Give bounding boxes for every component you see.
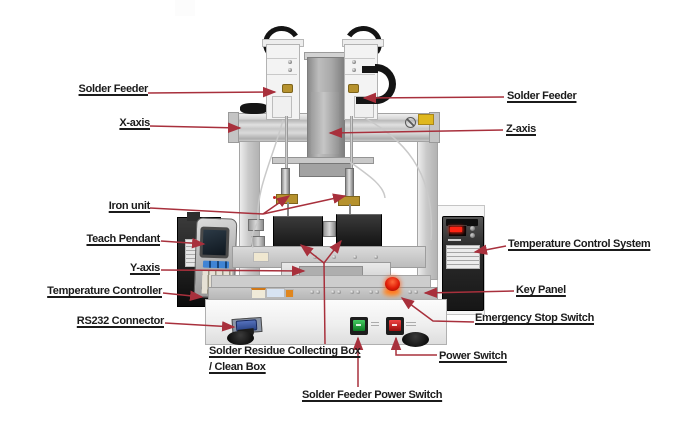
label-key-panel: Key Panel — [516, 284, 566, 296]
key-panel-button — [316, 290, 320, 294]
base-sticker — [285, 289, 294, 298]
tower-led-digits — [450, 227, 462, 232]
key-panel-button — [408, 290, 412, 294]
pendant-screen — [202, 229, 227, 256]
table-sticker — [253, 252, 269, 262]
cable-chain-arm — [362, 66, 378, 73]
leader-solder-feeder-left — [147, 86, 277, 98]
feeder-screw — [352, 68, 356, 72]
leader-x-axis — [149, 122, 242, 133]
prohibition-symbol — [405, 117, 416, 128]
label-emergency-stop-switch: Emergency Stop Switch — [475, 312, 595, 324]
label-solder-feeder-power-switch: Solder Feeder Power Switch — [302, 389, 443, 401]
solder-residue-box-right — [336, 214, 382, 250]
table-screw — [332, 255, 336, 259]
z-axis-slider — [311, 92, 339, 154]
feeder-seam — [267, 74, 297, 75]
tube-fitting-left — [248, 219, 264, 231]
label-temperature-control-system: Temperature Control System — [508, 238, 651, 250]
table-screw — [313, 255, 317, 259]
feeder-brass-fitting-right — [348, 84, 359, 93]
switch-micro-label — [371, 321, 379, 326]
label-iron-unit: Iron unit — [108, 200, 151, 212]
table-screw — [374, 255, 378, 259]
iron-rod-left — [285, 116, 288, 172]
rocker-mark — [356, 324, 361, 326]
base-sticker — [251, 288, 266, 299]
key-panel-button — [356, 290, 360, 294]
label-x-axis: X-axis — [119, 117, 150, 129]
feeder-seam — [267, 58, 297, 59]
key-panel-button — [337, 290, 341, 294]
feeder-seam — [345, 74, 375, 75]
key-panel-button — [331, 290, 335, 294]
pendant-function-keys — [202, 260, 230, 269]
machine-foot-right — [402, 332, 429, 347]
tower-button — [470, 226, 475, 231]
controller-top-connector — [187, 212, 200, 221]
base-sticker — [266, 288, 285, 298]
table-screw — [353, 255, 357, 259]
tower-logo — [448, 239, 461, 241]
emergency-stop-button — [385, 277, 400, 291]
rocker-mark — [392, 324, 397, 326]
label-solder-residue-line2: / Clean Box — [209, 361, 266, 374]
key-panel-button — [310, 290, 314, 294]
beam-endcap-left — [228, 112, 239, 143]
clamp-knob-left — [273, 196, 276, 199]
feeder-seam — [345, 58, 375, 59]
label-teach-pendant: Teach Pendant — [86, 233, 160, 245]
label-solder-residue-line1: Solder Residue Collecting Box — [209, 345, 361, 357]
key-panel-button — [414, 290, 418, 294]
label-solder-feeder-right: Solder Feeder — [507, 90, 577, 102]
cable-chain-arm — [356, 97, 378, 104]
key-panel-button — [369, 290, 373, 294]
tower-button — [470, 233, 475, 238]
label-solder-feeder-left: Solder Feeder — [78, 83, 149, 95]
label-power-switch: Power Switch — [439, 350, 507, 362]
machine-foot-left — [227, 331, 254, 345]
switch-micro-label — [406, 321, 416, 326]
clamp-knob-right — [335, 198, 338, 201]
label-rs232-connector: RS232 Connector — [76, 315, 165, 327]
label-temperature-controller: Temperature Controller — [47, 285, 162, 297]
faint-smudge — [175, 0, 195, 16]
cable-chain — [375, 64, 396, 104]
cable-bundle-on-beam — [240, 103, 268, 114]
emergency-stop-glow — [383, 288, 401, 296]
wire-center-tube — [349, 161, 386, 199]
label-z-axis: Z-axis — [506, 123, 536, 135]
feeder-screw — [288, 60, 292, 64]
feeder-brass-fitting-left — [282, 84, 293, 93]
tube-fitting-center — [323, 221, 336, 237]
iron-rod-right — [350, 116, 353, 172]
feeder-screw — [352, 60, 356, 64]
tower-spec-label — [446, 245, 480, 269]
feeder-screw — [288, 68, 292, 72]
label-solder-residue-box: Solder Residue Collecting Box / Clean Bo… — [209, 345, 361, 374]
label-y-axis: Y-axis — [129, 262, 160, 274]
warning-sticker — [418, 114, 434, 125]
tower-vent — [446, 219, 478, 226]
key-panel-button — [375, 290, 379, 294]
key-panel-button — [350, 290, 354, 294]
feeder-bracket-left — [272, 96, 292, 118]
